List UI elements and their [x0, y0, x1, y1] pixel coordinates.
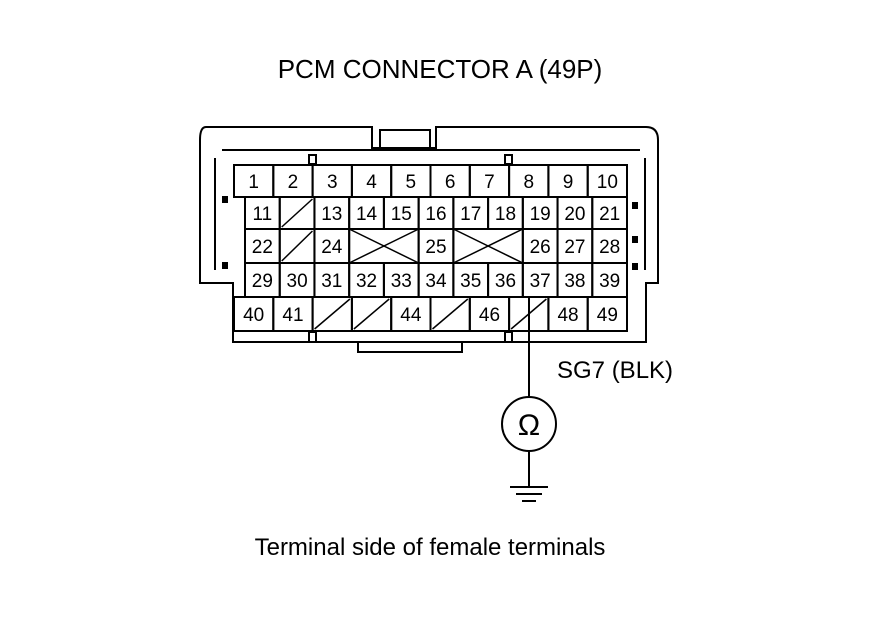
svg-text:11: 11	[252, 204, 272, 225]
terminal-49: 49	[586, 296, 629, 332]
svg-text:38: 38	[564, 271, 585, 292]
svg-text:40: 40	[243, 305, 264, 326]
svg-text:44: 44	[400, 305, 422, 326]
svg-text:49: 49	[597, 305, 618, 326]
svg-text:37: 37	[530, 271, 551, 292]
svg-text:22: 22	[252, 237, 273, 258]
svg-text:9: 9	[563, 172, 574, 193]
svg-text:16: 16	[425, 204, 446, 225]
svg-text:6: 6	[445, 172, 456, 193]
diagram-caption: Terminal side of female terminals	[255, 534, 606, 561]
svg-text:15: 15	[391, 204, 412, 225]
svg-text:39: 39	[599, 271, 620, 292]
svg-text:8: 8	[523, 172, 534, 193]
svg-text:24: 24	[321, 237, 343, 258]
svg-text:35: 35	[460, 271, 481, 292]
svg-text:27: 27	[564, 237, 585, 258]
diagram-title: PCM CONNECTOR A (49P)	[278, 54, 603, 84]
svg-text:41: 41	[282, 305, 303, 326]
svg-text:7: 7	[484, 172, 495, 193]
svg-text:28: 28	[599, 237, 620, 258]
svg-text:Ω: Ω	[518, 409, 540, 442]
wire-label: SG7 (BLK)	[557, 357, 673, 384]
ground-icon	[510, 486, 548, 502]
svg-text:34: 34	[425, 271, 447, 292]
svg-text:2: 2	[288, 172, 299, 193]
svg-text:5: 5	[406, 172, 417, 193]
svg-text:26: 26	[530, 237, 551, 258]
svg-text:33: 33	[391, 271, 412, 292]
svg-text:32: 32	[356, 271, 377, 292]
svg-text:29: 29	[252, 271, 273, 292]
svg-text:36: 36	[495, 271, 516, 292]
svg-text:21: 21	[599, 204, 620, 225]
svg-text:14: 14	[356, 204, 378, 225]
ohmmeter-icon: Ω	[501, 396, 557, 452]
svg-text:20: 20	[564, 204, 585, 225]
svg-text:1: 1	[248, 172, 259, 193]
svg-text:3: 3	[327, 172, 338, 193]
svg-text:17: 17	[460, 204, 481, 225]
svg-text:30: 30	[287, 271, 308, 292]
svg-text:25: 25	[425, 237, 446, 258]
svg-text:19: 19	[530, 204, 551, 225]
svg-text:46: 46	[479, 305, 500, 326]
svg-text:18: 18	[495, 204, 516, 225]
svg-text:4: 4	[366, 172, 377, 193]
svg-text:31: 31	[321, 271, 342, 292]
svg-text:48: 48	[557, 305, 578, 326]
svg-text:10: 10	[597, 172, 618, 193]
housing-latch-marks	[222, 196, 638, 270]
svg-text:13: 13	[321, 204, 342, 225]
